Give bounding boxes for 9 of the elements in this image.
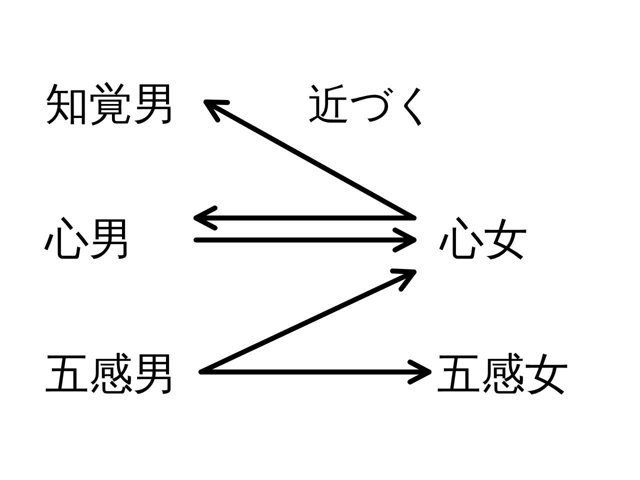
- node-label: 五感女: [437, 353, 569, 397]
- arrow: [194, 206, 416, 230]
- node-label: 心男: [45, 218, 133, 262]
- node-label: 五感男: [45, 353, 177, 397]
- annotation-text: 近づく: [308, 84, 436, 126]
- node-label: 心女: [440, 218, 528, 262]
- arrow: [198, 360, 432, 384]
- arrow: [194, 228, 416, 252]
- node-label: 知覚男: [45, 83, 177, 127]
